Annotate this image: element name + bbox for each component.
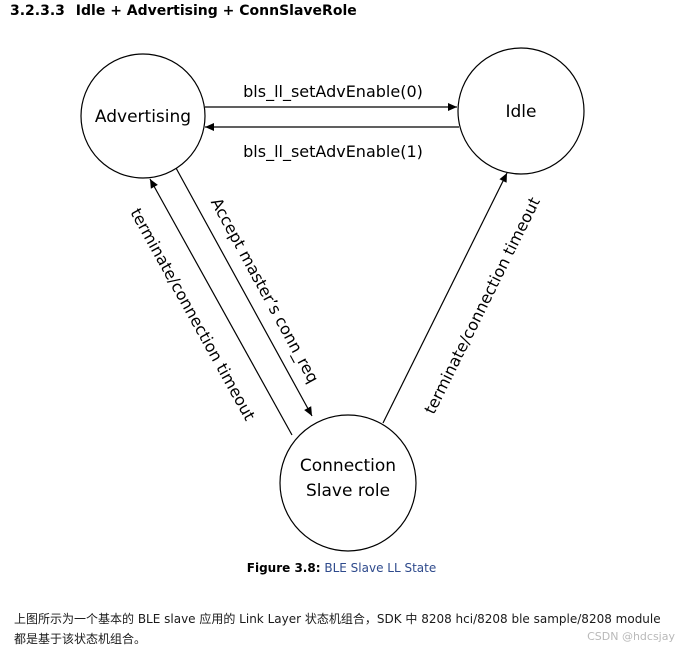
figure-caption: Figure 3.8: BLE Slave LL State (0, 561, 683, 575)
figure-caption-title: BLE Slave LL State (324, 561, 437, 575)
label-conn-to-idle: terminate/connection timeout (420, 194, 544, 417)
state-connection-label-line2: Slave role (306, 481, 390, 501)
section-heading: 3.2.3.3 Idle + Advertising + ConnSlaveRo… (10, 3, 357, 19)
watermark: CSDN @hdcsjay (587, 630, 675, 643)
state-idle-label: Idle (506, 102, 537, 122)
state-advertising: Advertising (80, 53, 206, 179)
arrow-adv-to-conn (175, 167, 313, 417)
state-connection-slave-role: Connection Slave role (279, 414, 417, 552)
state-diagram: Advertising Idle Connection Slave role b… (80, 47, 585, 552)
label-idle-to-adv: bls_ll_setAdvEnable(1) (243, 142, 423, 162)
state-idle: Idle (457, 47, 585, 175)
body-paragraph: 上图所示为一个基本的 BLE slave 应用的 Link Layer 状态机组… (14, 612, 661, 646)
arrow-conn-to-idle (382, 172, 508, 424)
state-advertising-label: Advertising (95, 107, 191, 127)
label-adv-to-idle: bls_ll_setAdvEnable(0) (243, 82, 423, 102)
section-number: 3.2.3.3 (10, 3, 65, 19)
figure-caption-label: Figure 3.8: (246, 561, 321, 575)
arrow-conn-to-adv (149, 178, 293, 436)
state-connection-label-line1: Connection (300, 456, 396, 476)
section-title: Idle + Advertising + ConnSlaveRole (75, 3, 357, 19)
